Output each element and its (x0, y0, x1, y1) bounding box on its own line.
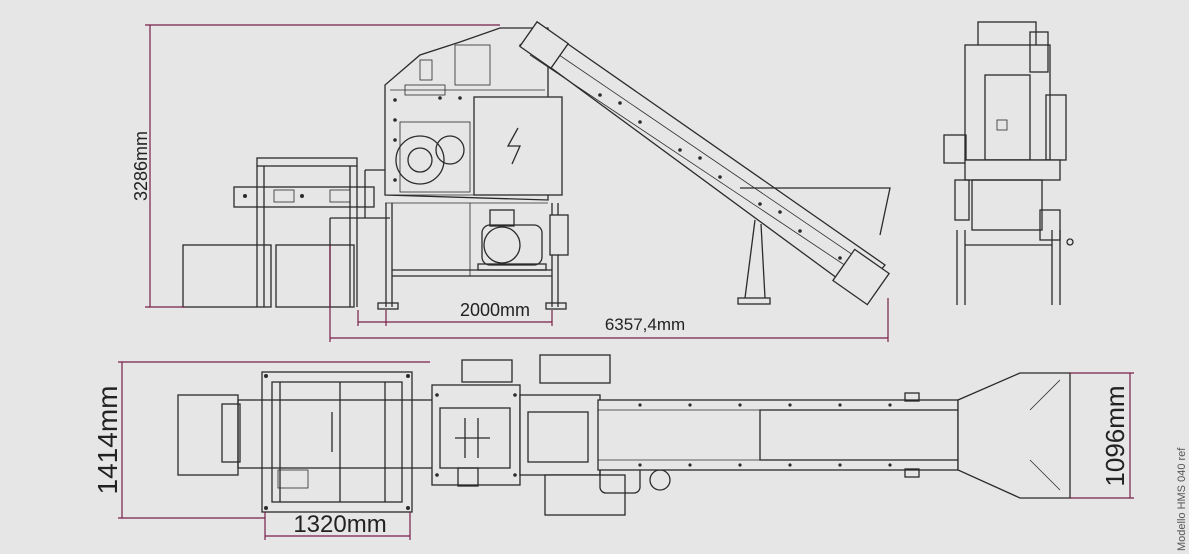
dim-height (145, 24, 500, 308)
dim-inlet-width (264, 512, 411, 540)
front-view (943, 21, 1074, 305)
dim-section-length (357, 310, 553, 326)
top-cabinet-block (519, 354, 671, 516)
lightning-icon (506, 127, 522, 165)
dim-inlet-width-label: 1320mm (293, 511, 386, 538)
electrical-cabinet (473, 96, 563, 196)
side-view: 3286mm 2000mm 6357,4mm (131, 20, 891, 342)
dim-total-length-label: 6357,4mm (605, 315, 685, 334)
top-conveyor (597, 392, 1029, 478)
dim-section-length-label: 2000mm (460, 300, 530, 320)
side-conveyor (518, 20, 891, 306)
dim-height-label: 3286mm (131, 131, 151, 201)
gear-motor (549, 214, 569, 256)
motor (477, 209, 547, 271)
dim-hopper-width-label: 1096mm (1100, 385, 1130, 486)
dim-width-total (118, 361, 430, 519)
top-view: 1414mm 1096mm 1320mm (92, 354, 1134, 540)
dim-width-total-label: 1414mm (92, 386, 123, 495)
top-feeding-frame (221, 371, 439, 513)
model-reference: Modello HMS 040 ref (1176, 447, 1188, 551)
side-feeding-frame (233, 157, 390, 307)
top-hopper (957, 372, 1071, 499)
dim-hopper-width (1070, 372, 1134, 499)
dim-total-length (329, 245, 889, 342)
top-shredder (431, 359, 521, 487)
